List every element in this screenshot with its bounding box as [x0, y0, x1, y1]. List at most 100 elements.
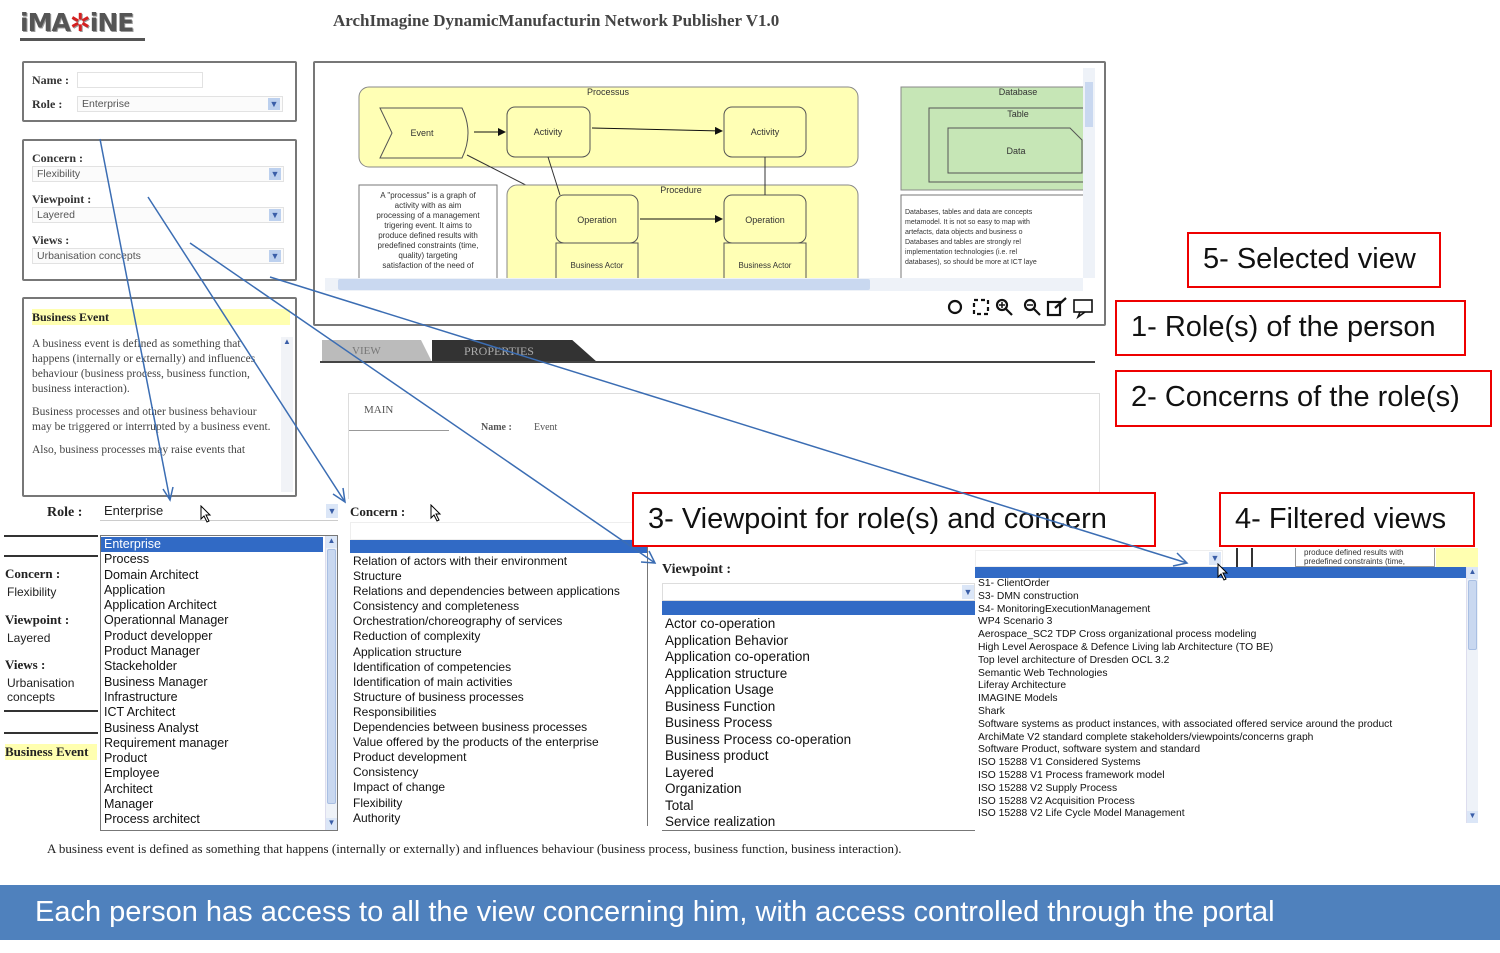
views-list-scrollbar[interactable]: ▲▼ [1466, 567, 1478, 823]
viewpoint-option[interactable]: Application structure [665, 665, 788, 681]
concern-option[interactable]: Consistency [353, 765, 419, 780]
role-option[interactable]: Infrastructure [104, 689, 178, 704]
views-option[interactable]: Aerospace_SC2 TDP Cross organizational p… [978, 629, 1257, 641]
chevron-down-icon[interactable]: ▼ [268, 98, 280, 110]
views-option[interactable]: WP4 Scenario 3 [978, 616, 1053, 628]
viewpoint-option[interactable]: Layered [665, 764, 714, 780]
views-option[interactable]: S4- MonitoringExecutionManagement [978, 603, 1151, 615]
concern-option[interactable]: Application structure [353, 644, 462, 659]
role-option[interactable]: Business Analyst [104, 720, 199, 735]
views-option[interactable]: High Level Aerospace & Defence Living la… [978, 641, 1274, 653]
concern-dropdown-select[interactable] [350, 522, 635, 540]
concern-option[interactable]: Impact of change [353, 780, 446, 795]
concern-option[interactable]: Identification of competencies [353, 659, 512, 674]
views-option[interactable]: S1- ClientOrder [978, 578, 1050, 589]
viewpoint-option[interactable]: Organization [665, 781, 742, 796]
viewpoint-option[interactable]: Actor co-operation [665, 616, 776, 631]
role-list-scrollbar[interactable]: ▲▼ [325, 536, 337, 830]
concern-option[interactable]: Reduction of complexity [353, 629, 481, 644]
viewpoint-option[interactable]: Business product [665, 748, 769, 763]
concern-option[interactable]: Consistency and completeness [353, 599, 520, 614]
comment-icon[interactable] [1073, 299, 1093, 320]
tab-view[interactable]: VIEW [322, 340, 432, 362]
role-option[interactable]: Process [104, 552, 150, 567]
views-dropdown-select[interactable]: ▼ [975, 550, 1223, 567]
role-dropdown-select[interactable]: Enterprise▼ [100, 503, 338, 521]
concern-option[interactable]: Flexibility [353, 795, 403, 810]
role-option[interactable]: Employee [104, 766, 160, 781]
scroll-down-icon[interactable]: ▼ [1467, 811, 1478, 823]
views-option[interactable]: Semantic Web Technologies [978, 667, 1108, 679]
diagram-hscroll-thumb[interactable] [338, 279, 870, 290]
chevron-down-icon[interactable]: ▼ [326, 504, 338, 518]
event-shape[interactable] [379, 107, 469, 159]
role-option[interactable]: Architect [104, 781, 153, 796]
list-item-blank[interactable] [662, 601, 975, 615]
concern-option[interactable]: Structure of business processes [353, 689, 524, 704]
business-actor-box[interactable] [723, 242, 807, 303]
concern-option[interactable]: Authority [353, 810, 401, 825]
views-option[interactable]: Shark [978, 705, 1005, 717]
zoom-in-icon[interactable] [995, 298, 1013, 316]
views-option[interactable]: ISO 15288 V1 Considered Systems [978, 757, 1141, 769]
concern-option[interactable]: Dependencies between business processes [353, 720, 588, 735]
scroll-thumb[interactable] [327, 549, 336, 804]
views-option[interactable]: IMAGINE Models [978, 693, 1058, 705]
viewpoint-option[interactable]: Service realization [665, 814, 776, 829]
role-option[interactable]: Product developper [104, 628, 213, 643]
views-option[interactable]: ISO 15288 V2 Acquisition Process [978, 795, 1135, 807]
role-option[interactable]: Application [104, 582, 166, 597]
scroll-up-icon[interactable]: ▲ [326, 536, 337, 548]
role-option[interactable]: Product [104, 751, 148, 766]
scroll-down-icon[interactable]: ▼ [326, 818, 337, 830]
role-option[interactable]: Product Manager [104, 644, 200, 659]
role-option[interactable]: Requirement manager [104, 735, 229, 750]
concern-option[interactable]: Structure [353, 569, 402, 584]
concern-option[interactable]: Orchestration/choreography of services [353, 614, 563, 629]
concern-option[interactable]: Value offered by the products of the ent… [353, 735, 599, 750]
views-option[interactable]: Liferay Architecture [978, 680, 1067, 692]
role-option[interactable]: Manager [104, 797, 154, 812]
tab-properties[interactable]: PROPERTIES [432, 340, 597, 362]
views-option[interactable]: Software Product, software system and st… [978, 744, 1201, 756]
role-option[interactable]: Enterprise [101, 537, 323, 553]
role-option[interactable]: Stackeholder [104, 659, 177, 674]
open-external-icon[interactable] [1046, 297, 1067, 317]
chevron-down-icon[interactable]: ▼ [1209, 552, 1221, 565]
views-option[interactable]: ISO 15288 V2 Supply Process [978, 782, 1118, 794]
properties-section-main[interactable]: MAIN [364, 404, 394, 416]
concern-option[interactable]: Relation of actors with their environmen… [353, 554, 568, 568]
role-option[interactable]: Operationnal Manager [104, 613, 229, 628]
data-box[interactable] [947, 127, 1083, 174]
role-option[interactable]: Business Manager [104, 674, 208, 689]
views-option[interactable]: ISO 15288 V2 Life Cycle Model Management [978, 808, 1185, 820]
views-option[interactable]: Top level architecture of Dresden OCL 3.… [978, 654, 1170, 666]
viewpoint-option[interactable]: Total [665, 797, 694, 813]
viewpoint-option[interactable]: Application co-operation [665, 649, 810, 664]
concern-option[interactable]: Identification of main activities [353, 674, 513, 689]
chevron-down-icon[interactable]: ▼ [269, 168, 281, 180]
business-actor-box[interactable] [555, 242, 639, 303]
viewpoint-dropdown-select[interactable]: ▼ [662, 583, 975, 601]
role-option[interactable]: Domain Architect [104, 567, 199, 582]
viewpoint-option[interactable]: Business Function [665, 698, 776, 714]
fit-icon[interactable] [972, 298, 990, 316]
role-select[interactable]: Enterprise▼ [77, 96, 283, 112]
role-option[interactable]: ICT Architect [104, 705, 176, 720]
viewpoint-option[interactable]: Application Usage [665, 682, 774, 697]
viewpoint-option[interactable]: Business Process [665, 715, 773, 730]
zoom-out-icon[interactable] [1023, 298, 1041, 316]
scroll-up-icon[interactable]: ▲ [1467, 567, 1478, 579]
views-option[interactable]: S3- DMN construction [978, 590, 1079, 602]
viewpoint-option[interactable]: Business Process co-operation [665, 731, 852, 747]
views-option[interactable]: ArchiMate V2 standard complete stakehold… [978, 731, 1314, 743]
views-option[interactable]: Software systems as product instances, w… [978, 718, 1393, 730]
role-option[interactable]: Process architect [104, 812, 200, 827]
list-item-blank[interactable] [350, 540, 647, 553]
name-input[interactable] [77, 72, 203, 88]
diagram-vscroll-thumb[interactable] [1085, 82, 1093, 127]
concern-option[interactable]: Relations and dependencies between appli… [353, 584, 620, 599]
